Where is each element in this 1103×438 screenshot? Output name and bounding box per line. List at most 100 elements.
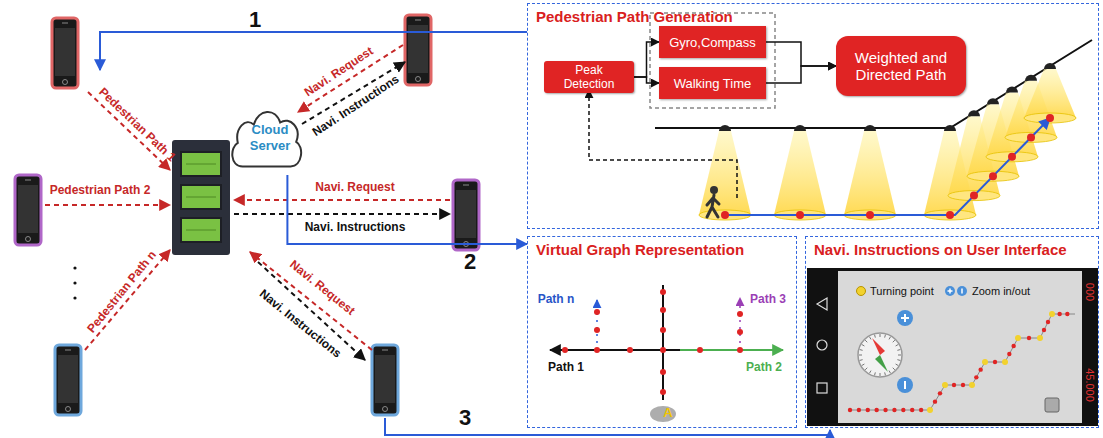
arrow-label: Pedestrian Path 1	[96, 85, 178, 164]
map-area	[838, 271, 1082, 423]
path-label: Path n	[538, 293, 575, 306]
walker-body	[707, 195, 719, 217]
lamp	[987, 98, 999, 104]
compass-tick	[897, 359, 900, 361]
compass-tick	[862, 364, 865, 366]
graph-point	[660, 327, 666, 333]
phone-button	[416, 77, 421, 82]
light-cone	[844, 131, 896, 215]
legend-text: Zoom in/out	[972, 285, 1030, 297]
route-point	[961, 383, 965, 387]
sensor-box: Walking Time	[659, 67, 766, 99]
path-upload-arrow	[88, 92, 170, 170]
zoom-in-glyph	[901, 314, 909, 322]
phone-body	[55, 345, 81, 415]
compass-needle	[872, 338, 885, 355]
sensor-box: Gyro,Compass	[659, 26, 766, 58]
server-slot	[186, 164, 216, 165]
flow-arrow	[634, 77, 659, 83]
ellipsis-dot	[73, 296, 76, 299]
lamp	[1025, 75, 1037, 81]
phone-speaker	[62, 23, 68, 24]
flow-arrow	[766, 66, 836, 83]
section-panel: Pedestrian Path GenerationPeak Detection…	[527, 3, 1099, 229]
light-cone	[1024, 69, 1076, 118]
route-line	[850, 314, 1075, 410]
phone-body	[372, 345, 398, 415]
route-point	[848, 408, 852, 412]
output-box: Weighted and Directed Path	[836, 36, 966, 96]
legend-entry: Zoom in/out	[944, 285, 1030, 297]
nav-menu-icon	[817, 383, 827, 393]
graph-point	[660, 289, 666, 295]
phone-speaker	[415, 20, 421, 21]
turning-point	[927, 407, 933, 413]
graph-point	[737, 347, 743, 353]
zoom-out-glyph	[904, 381, 906, 389]
arrow-label: Navi. Request	[315, 181, 394, 194]
turning-point	[942, 382, 948, 388]
phone-body	[405, 15, 431, 85]
section-panel: Virtual Graph Representation	[527, 236, 797, 428]
phone-screen	[55, 28, 75, 76]
step-point	[1046, 114, 1054, 122]
turning-point	[969, 382, 975, 388]
legend-entry: Turning point	[856, 285, 934, 297]
route-point	[901, 408, 905, 412]
phone-button	[63, 80, 68, 85]
route-point	[892, 408, 896, 412]
compass-tick	[880, 373, 881, 376]
process-box: Peak Detection	[544, 61, 634, 93]
graph-point	[737, 311, 743, 317]
path-label: Path 3	[750, 293, 786, 306]
flow-arrow	[766, 42, 836, 66]
step-point	[946, 211, 954, 219]
route-point	[857, 408, 861, 412]
compass-tick	[896, 364, 899, 366]
route-point	[943, 383, 947, 387]
zoom-out-icon	[957, 286, 967, 296]
route-point	[1038, 336, 1042, 340]
compass-tick	[880, 334, 881, 337]
server-drive	[181, 185, 221, 209]
node-text: Cloud Server	[244, 122, 296, 153]
phone-screen	[58, 355, 78, 403]
route-point	[1027, 336, 1031, 340]
zoom-in-icon	[897, 310, 913, 326]
light-spot	[1024, 113, 1076, 123]
compass-tick	[862, 345, 865, 347]
instruction-arrow	[234, 213, 450, 215]
path-upload-arrow	[85, 250, 170, 350]
turning-point	[1015, 335, 1021, 341]
lamp	[968, 110, 980, 116]
step-point	[1008, 153, 1016, 161]
cloud-server: Cloud Server	[225, 100, 305, 175]
compass-tick	[860, 349, 863, 351]
compass	[858, 333, 902, 377]
turning-point	[1037, 335, 1043, 341]
process-line	[100, 32, 527, 70]
graph-point	[594, 327, 600, 333]
node-text: Peak Detection	[549, 63, 629, 91]
graph-point	[660, 369, 666, 375]
graph-point	[660, 389, 666, 395]
compass-tick	[870, 371, 872, 374]
callout-number: 2	[464, 250, 476, 274]
compass-tick	[893, 368, 895, 370]
route-point	[910, 408, 914, 412]
process-line	[287, 175, 527, 244]
route-point	[933, 399, 937, 403]
nav-home-icon	[817, 340, 827, 350]
compass-tick	[889, 371, 891, 374]
screen-readout: 000	[1084, 283, 1096, 301]
compass-tick	[859, 355, 862, 356]
lamp	[1044, 63, 1056, 69]
graph-path	[739, 298, 741, 350]
path-upload-arrow	[45, 204, 170, 206]
phone-button	[66, 407, 71, 412]
graph-point	[660, 307, 666, 313]
compass-tick	[860, 359, 863, 361]
node-text: Walking Time	[674, 76, 752, 91]
server-body	[172, 140, 230, 255]
route-point	[1042, 328, 1046, 332]
